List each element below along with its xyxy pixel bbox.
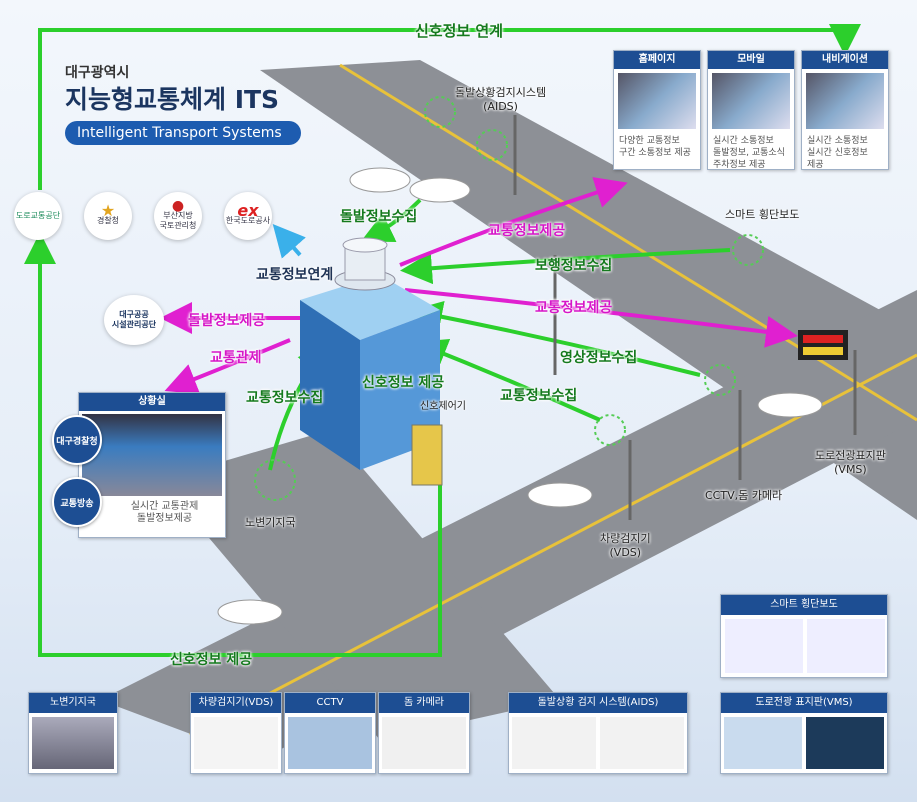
card-title: CCTV xyxy=(285,693,375,713)
vds-photo xyxy=(194,717,278,769)
magenta-arrows xyxy=(160,177,798,395)
card-title: 노변기지국 xyxy=(29,693,117,713)
label-incident-provide: 돌발정보제공 xyxy=(188,313,266,329)
aids-radar-photo xyxy=(512,717,596,769)
label-traffic-collect-right: 교통정보수집 xyxy=(500,388,578,404)
card-title: 모바일 xyxy=(708,51,794,69)
bottom-card-vms: 도로전광 표지판(VMS) xyxy=(720,692,888,774)
label-traffic-control: 교통관제 xyxy=(210,350,262,366)
agency-name: 부산지방 국토관리청 xyxy=(159,211,197,230)
bottom-card-cctv: CCTV xyxy=(284,692,376,774)
cctv-photo xyxy=(288,717,372,769)
english-subtitle: Intelligent Transport Systems xyxy=(65,121,301,145)
card-title: 돌발상황 검지 시스템(AIDS) xyxy=(509,693,687,713)
label-video-collect: 영상정보수집 xyxy=(560,350,638,366)
police-logo: ★경찰청 xyxy=(84,192,132,240)
page-title: 지능형교통체계 ITS xyxy=(65,85,280,114)
homepage-screenshot xyxy=(618,73,696,129)
its-center-building xyxy=(300,237,440,470)
mobile-screenshot xyxy=(712,73,790,129)
busan-land-logo: ●부산지방 국토관리청 xyxy=(154,192,202,240)
bottom-card-rsu: 노변기지국 xyxy=(28,692,118,774)
panel-title: 스마트 횡단보도 xyxy=(721,595,887,615)
label-signal-link: 신호정보 연계 xyxy=(415,22,504,40)
aids-camera-photo xyxy=(600,717,684,769)
bottom-card-dome: 돔 카메라 xyxy=(378,692,470,774)
camera-photo xyxy=(725,619,803,673)
taegeuk-icon: ● xyxy=(171,198,185,214)
bottom-card-vds: 차량검지기(VDS) xyxy=(190,692,282,774)
badge-daegu-police: 대구경찰청 xyxy=(52,415,102,465)
title-block: 대구광역시 지능형교통체계 ITS Intelligent Transport … xyxy=(65,62,301,145)
rsu-photo xyxy=(32,717,114,769)
label-traffic-provide-2: 교통정보제공 xyxy=(535,300,613,316)
panel-title: 상황실 xyxy=(79,393,225,411)
badge-traffic-broadcast: 교통방송 xyxy=(52,477,102,527)
label-traffic-collect-left: 교통정보수집 xyxy=(246,390,324,406)
agency-name: 한국도로공사 xyxy=(225,216,271,225)
signal-controller xyxy=(411,424,443,486)
label-signal-provide-bottom: 신호정보 제공 xyxy=(170,652,253,668)
daegu-facility-logo: 대구공공 시설관리공단 xyxy=(104,295,164,345)
panel-desc: 실시간 교통관제 돌발정보제공 xyxy=(130,501,199,524)
card-title: 돔 카메라 xyxy=(379,693,469,713)
agency-name: 경찰청 xyxy=(96,216,120,225)
label-vms: 도로전광표지판 (VMS) xyxy=(815,449,886,476)
control-room-panel: 상황실 실시간 교통관제 돌발정보제공 xyxy=(78,392,226,538)
police-emblem-icon: ★ xyxy=(100,201,116,220)
ex-icon: ex xyxy=(237,201,259,220)
card-title: 도로전광 표지판(VMS) xyxy=(721,693,887,713)
label-aids: 돌발상황검지시스템 (AIDS) xyxy=(455,86,547,113)
smart-crosswalk-panel: 스마트 횡단보도 xyxy=(720,594,888,678)
navigation-screenshot xyxy=(806,73,884,129)
koroad-logo: 도로교통공단 xyxy=(14,192,62,240)
label-rsu: 노변기지국 xyxy=(245,516,296,529)
label-traffic-provide-1: 교통정보제공 xyxy=(488,223,566,239)
label-smart-crosswalk: 스마트 횡단보도 xyxy=(725,208,800,221)
vms-photo-1 xyxy=(724,717,802,769)
card-desc: 실시간 소통정보 돌발정보, 교통소식 주차정보 제공 xyxy=(713,136,785,170)
city-name: 대구광역시 xyxy=(65,65,130,81)
label-traffic-link: 교통정보연계 xyxy=(256,267,334,283)
card-title: 내비게이션 xyxy=(802,51,888,69)
road-side xyxy=(160,430,560,740)
card-title: 차량검지기(VDS) xyxy=(191,693,281,713)
card-desc: 다양한 교통정보 구간 소통정보 제공 xyxy=(619,136,691,158)
label-signal-provide: 신호정보 제공 xyxy=(362,375,445,391)
label-vds: 차량검지기 (VDS) xyxy=(600,532,651,559)
vms-photo-2 xyxy=(806,717,884,769)
label-cctv-dome: CCTV,돔 카메라 xyxy=(705,489,783,502)
label-pedestrian-collect: 보행정보수집 xyxy=(535,258,613,274)
card-desc: 실시간 소통정보 실시간 신호정보 제공 xyxy=(807,136,868,170)
vms-sign xyxy=(798,330,848,360)
bottom-card-aids: 돌발상황 검지 시스템(AIDS) xyxy=(508,692,688,774)
label-signal-controller: 신호제어기 xyxy=(420,401,466,412)
speaker-photo xyxy=(807,619,885,673)
label-incident-collect: 돌발정보수집 xyxy=(340,209,418,225)
dome-photo xyxy=(382,717,466,769)
card-title: 홈페이지 xyxy=(614,51,700,69)
control-room-photo xyxy=(82,414,222,496)
